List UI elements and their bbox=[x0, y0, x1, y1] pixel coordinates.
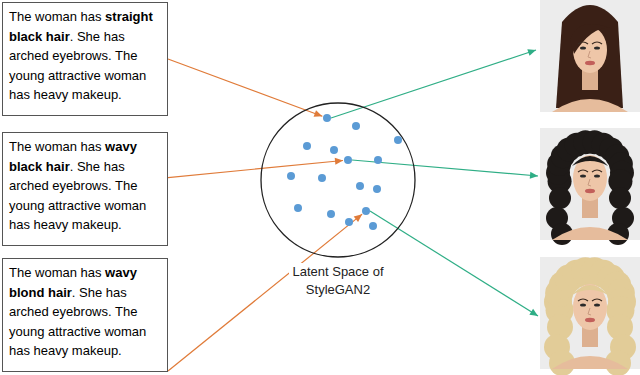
eyebrow bbox=[592, 299, 602, 301]
latent-point bbox=[362, 207, 370, 215]
connector-line-head bbox=[354, 214, 362, 222]
output-arrow bbox=[370, 211, 538, 316]
text-box: The woman has wavy black hair. She has a… bbox=[2, 132, 168, 246]
latent-point bbox=[345, 218, 353, 226]
latent-point bbox=[318, 174, 326, 182]
shoulders bbox=[552, 99, 628, 112]
circle-outline bbox=[260, 102, 416, 258]
connector-arrow bbox=[168, 59, 322, 117]
hair bbox=[572, 156, 608, 166]
eye bbox=[594, 174, 600, 177]
output-arrow-head bbox=[529, 309, 538, 316]
face-image bbox=[540, 0, 640, 112]
latent-point bbox=[374, 156, 382, 164]
latent-space-circle: Latent Space of StyleGAN2 bbox=[260, 102, 416, 258]
eyebrow bbox=[578, 170, 588, 172]
eye bbox=[580, 174, 586, 177]
lips bbox=[585, 318, 595, 322]
connector-line-head bbox=[314, 110, 323, 117]
image-ground bbox=[540, 0, 640, 112]
nose bbox=[588, 179, 591, 186]
face-image bbox=[540, 257, 640, 375]
latent-point bbox=[327, 210, 335, 218]
connector-line bbox=[168, 160, 343, 177]
latent-point bbox=[356, 182, 364, 190]
connector-arrow bbox=[168, 158, 343, 178]
latent-point bbox=[330, 146, 338, 154]
nose bbox=[588, 308, 591, 315]
space-label: Latent Space of StyleGAN2 bbox=[289, 263, 387, 299]
description-text: The woman has straight black hair. She h… bbox=[3, 3, 167, 109]
hair bbox=[549, 187, 571, 209]
eye bbox=[580, 303, 586, 306]
face-image bbox=[540, 128, 640, 245]
eye bbox=[594, 46, 600, 49]
latent-point bbox=[323, 114, 331, 122]
eyebrow bbox=[592, 42, 602, 44]
shoulders bbox=[552, 356, 628, 369]
latent-point bbox=[352, 122, 360, 130]
latent-point bbox=[303, 142, 311, 150]
latent-point bbox=[373, 185, 381, 193]
latent-point bbox=[394, 136, 402, 144]
text-box: The woman has wavy blond hair. She has a… bbox=[2, 258, 168, 372]
circle-outline bbox=[261, 103, 415, 257]
eye bbox=[580, 46, 586, 49]
eyebrow bbox=[592, 170, 602, 172]
hair bbox=[570, 24, 610, 54]
connector-line bbox=[168, 59, 322, 116]
output-arrow-head bbox=[527, 49, 536, 56]
latent-point bbox=[369, 222, 377, 230]
nose bbox=[588, 51, 591, 58]
output-arrow-head bbox=[530, 172, 538, 179]
image-ground bbox=[540, 128, 640, 240]
connector-line-head bbox=[335, 158, 343, 165]
latent-point bbox=[344, 156, 352, 164]
hair bbox=[556, 5, 623, 108]
description-text: The woman has wavy blond hair. She has a… bbox=[3, 259, 167, 365]
text-box: The woman has straight black hair. She h… bbox=[2, 2, 168, 116]
lips bbox=[585, 61, 595, 65]
hair bbox=[572, 285, 608, 295]
description-text: The woman has wavy black hair. She has a… bbox=[3, 133, 167, 239]
shoulders bbox=[552, 227, 628, 240]
eye bbox=[594, 303, 600, 306]
eyebrow bbox=[578, 42, 588, 44]
face bbox=[573, 155, 607, 201]
latent-point bbox=[287, 172, 295, 180]
connectors bbox=[168, 59, 362, 371]
face bbox=[573, 284, 607, 330]
hair bbox=[609, 187, 631, 209]
output-arrow bbox=[331, 50, 536, 118]
face-images bbox=[540, 0, 640, 375]
eyebrow bbox=[578, 299, 588, 301]
lips bbox=[585, 189, 595, 193]
latent-point bbox=[294, 204, 302, 212]
